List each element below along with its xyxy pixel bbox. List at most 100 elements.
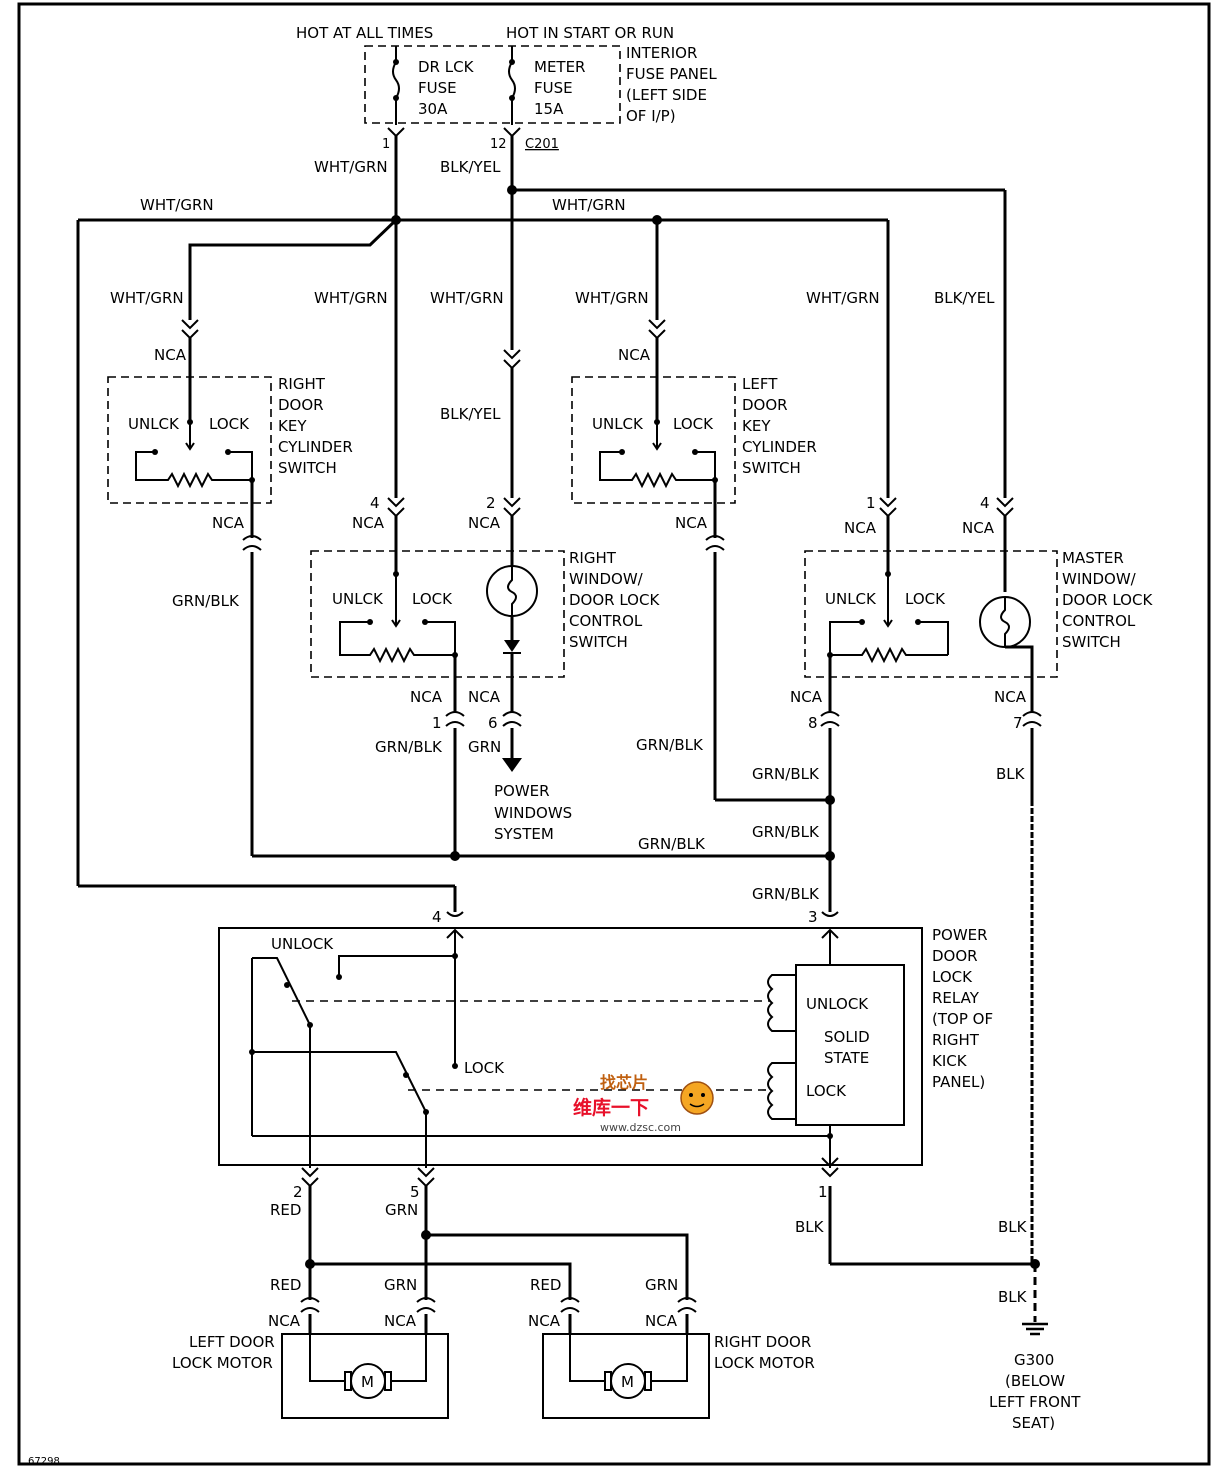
out-pin-2: 2 [293, 1183, 303, 1201]
ground-label-1: G300 [1014, 1351, 1054, 1369]
left-motor-m-label: M [361, 1373, 374, 1391]
left-motor-label-2: LOCK MOTOR [172, 1354, 273, 1372]
nca-label-1: NCA [154, 346, 187, 364]
watermark-logo: 找芯片 维库一下 www.dzsc.com [573, 1073, 714, 1134]
rk-label-3: KEY [278, 417, 307, 435]
rk-lock-label: LOCK [209, 415, 250, 433]
wire-label-grn-4: GRN [645, 1276, 678, 1294]
wire-label-grn-blk-2: GRN/BLK [636, 736, 704, 754]
nca-label-7: NCA [410, 688, 443, 706]
fuse-panel-line2: FUSE PANEL [626, 65, 717, 83]
nca-label-9: NCA [844, 519, 877, 537]
grn-blk-bus: GRN/BLK GRN/BLK GRN/BLK [252, 823, 835, 903]
wire-label-red-1: RED [270, 1201, 301, 1219]
connector-c201-label: C201 [525, 137, 559, 152]
nca-label-13: NCA [268, 1312, 301, 1330]
relay-label-8: PANEL) [932, 1073, 985, 1091]
nca-label-2: NCA [618, 346, 651, 364]
module-unlock-label: UNLOCK [806, 995, 869, 1013]
rw-label-3: DOOR LOCK [569, 591, 660, 609]
rw-label-4: CONTROL [569, 612, 643, 630]
relay-lock-label: LOCK [464, 1059, 505, 1077]
wire-label-wht-grn-6: WHT/GRN [430, 289, 504, 307]
wire-label-grn-blk-6: GRN/BLK [638, 835, 706, 853]
interior-fuse-panel: HOT AT ALL TIMES HOT IN START OR RUN DR … [296, 24, 717, 152]
ground-label-4: SEAT) [1012, 1414, 1055, 1432]
wire-label-blk-yel-3: BLK/YEL [440, 405, 501, 423]
nca-label-16: NCA [645, 1312, 678, 1330]
mw-label-4: CONTROL [1062, 612, 1136, 630]
rw-unlck-label: UNLCK [332, 590, 384, 608]
mw-pin-7: 7 [1013, 714, 1023, 732]
lk-lock-label: LOCK [673, 415, 714, 433]
supply-wiring: WHT/GRN BLK/YEL WHT/GRN WHT/GRN WHT/GRN … [76, 136, 1007, 912]
wire-label-blk-yel-1: BLK/YEL [440, 158, 501, 176]
wire-label-grn-2: GRN [385, 1201, 418, 1219]
rk-label-1: RIGHT [278, 375, 326, 393]
ground-g300: BLK BLK BLK G300 (BELOW LEFT FRONT SEAT) [795, 1186, 1081, 1432]
hot-in-start-label: HOT IN START OR RUN [506, 24, 674, 42]
nca-label-15: NCA [528, 1312, 561, 1330]
meter-fuse-line2: FUSE [534, 79, 573, 97]
mw-pin-1: 1 [866, 494, 876, 512]
rw-pin-6: 6 [488, 714, 498, 732]
wire-label-blk-2: BLK [795, 1218, 825, 1236]
motor-wiring: 2 5 1 RED GRN RED GRN RED GRN NCA NCA NC… [268, 1183, 828, 1334]
diagram-frame [17, 2, 1211, 1466]
wire-label-grn-blk-7: GRN/BLK [752, 885, 820, 903]
mw-label-1: MASTER [1062, 549, 1124, 567]
upper-connectors: NCA NCA BLK/YEL [154, 319, 666, 498]
nca-label-11: NCA [790, 688, 823, 706]
relay-label-3: LOCK [932, 968, 973, 986]
wire-label-blk-yel-2: BLK/YEL [934, 289, 995, 307]
wire-label-red-2: RED [270, 1276, 301, 1294]
rw-label-1: RIGHT [569, 549, 617, 567]
nca-label-5: NCA [352, 514, 385, 532]
power-windows-line2: WINDOWS [494, 804, 572, 822]
meter-fuse-line1: METER [534, 58, 585, 76]
wire-label-wht-grn-1: WHT/GRN [314, 158, 388, 176]
left-door-lock-motor: M LEFT DOOR LOCK MOTOR [172, 1333, 449, 1419]
lk-label-1: LEFT [742, 375, 778, 393]
lk-label-5: SWITCH [742, 459, 801, 477]
right-door-key-cylinder-switch: UNLCK LOCK RIGHT DOOR KEY CYLINDER SWITC… [107, 375, 353, 856]
meter-fuse-line3: 15A [534, 100, 564, 118]
right-motor-label-1: RIGHT DOOR [714, 1333, 811, 1351]
nca-label-8: NCA [468, 688, 501, 706]
pin-12-label: 12 [490, 137, 507, 152]
relay-label-1: POWER [932, 926, 988, 944]
rw-pin-4: 4 [370, 494, 380, 512]
nca-label-14: NCA [384, 1312, 417, 1330]
relay-label-4: RELAY [932, 989, 980, 1007]
power-windows-line3: SYSTEM [494, 825, 554, 843]
nca-label-3: NCA [212, 514, 245, 532]
wire-label-wht-grn-7: WHT/GRN [575, 289, 649, 307]
fuse-panel-line1: INTERIOR [626, 44, 697, 62]
mw-pin-8: 8 [808, 714, 818, 732]
lk-unlck-label: UNLCK [592, 415, 644, 433]
left-motor-label-1: LEFT DOOR [189, 1333, 275, 1351]
relay-label-5: (TOP OF [932, 1010, 993, 1028]
dr-lck-fuse-line2: FUSE [418, 79, 457, 97]
wire-label-grn-blk-4: GRN/BLK [752, 765, 820, 783]
nca-label-4: NCA [675, 514, 708, 532]
nca-label-6: NCA [468, 514, 501, 532]
module-lock-label: LOCK [806, 1082, 847, 1100]
right-motor-m-label: M [621, 1373, 634, 1391]
lk-label-3: KEY [742, 417, 771, 435]
ground-label-3: LEFT FRONT [989, 1393, 1081, 1411]
module-solid-label: SOLID [824, 1028, 870, 1046]
rw-pin-1: 1 [432, 714, 442, 732]
wire-label-wht-grn-2: WHT/GRN [140, 196, 214, 214]
lk-label-4: CYLINDER [742, 438, 817, 456]
rk-label-4: CYLINDER [278, 438, 353, 456]
pin-1-label: 1 [382, 137, 390, 152]
rk-label-2: DOOR [278, 396, 324, 414]
wire-label-wht-grn-3: WHT/GRN [552, 196, 626, 214]
wire-label-red-3: RED [530, 1276, 561, 1294]
mw-label-3: DOOR LOCK [1062, 591, 1153, 609]
nca-label-12: NCA [994, 688, 1027, 706]
diagram-id: 67298 [28, 1456, 60, 1467]
out-pin-5: 5 [410, 1183, 420, 1201]
module-state-label: STATE [824, 1049, 869, 1067]
